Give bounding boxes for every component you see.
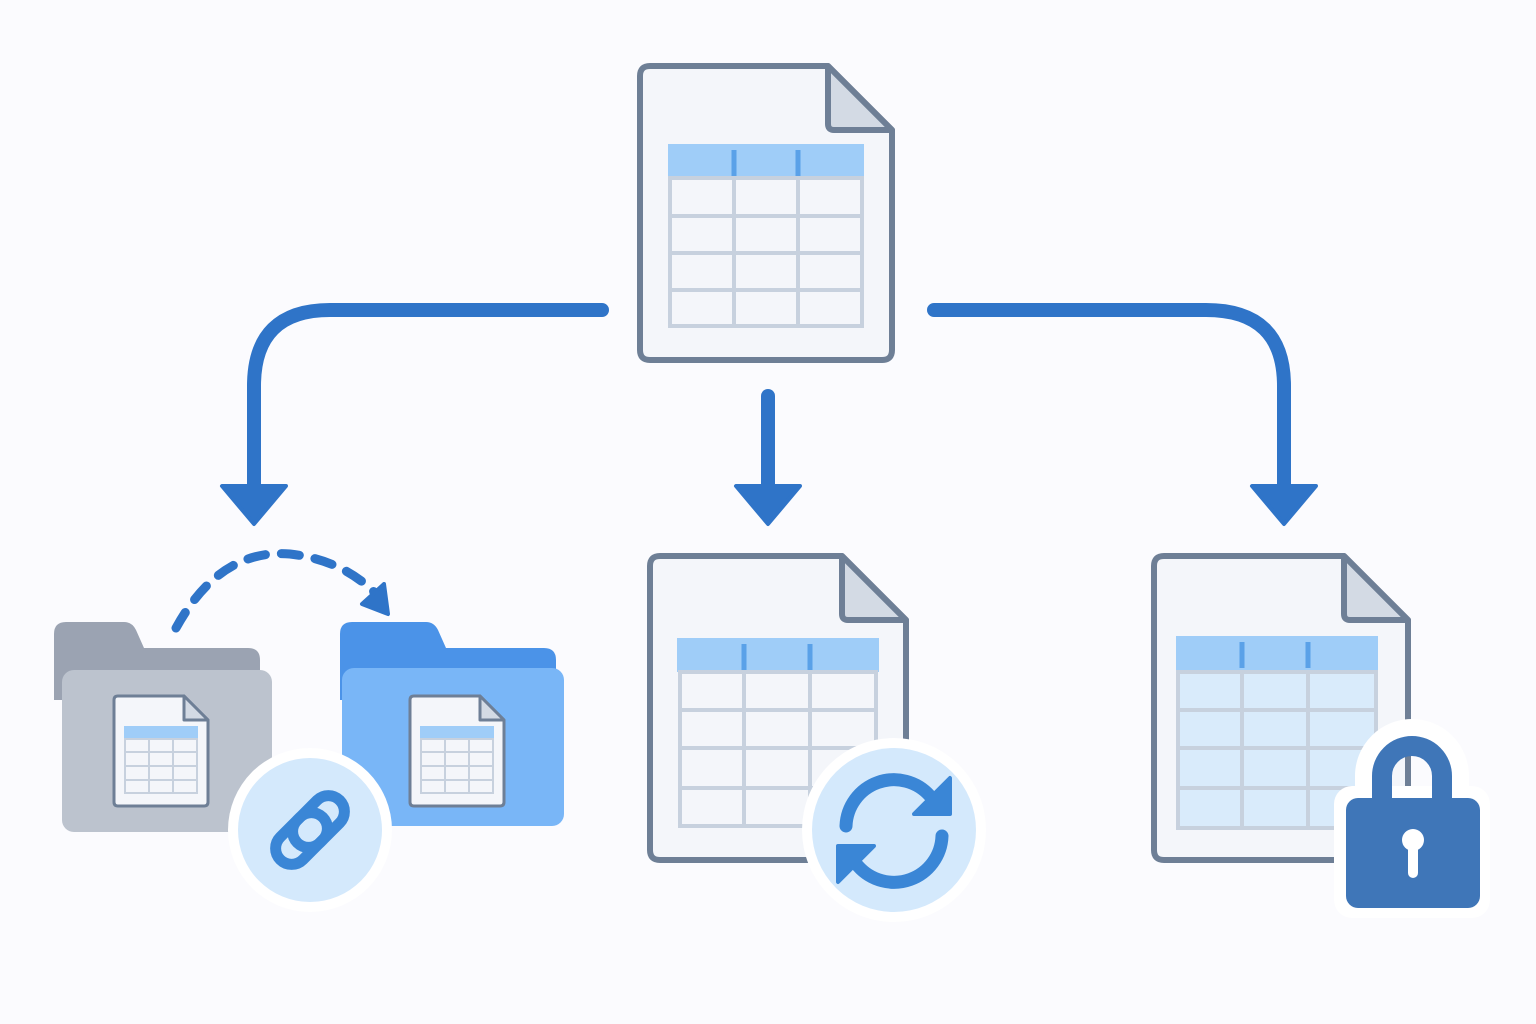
link-icon: [270, 790, 350, 870]
link-badge-icon: [228, 748, 392, 912]
lock-icon: [1334, 719, 1490, 918]
arrow-center-branch: [734, 389, 802, 526]
source-table-grid: [668, 144, 864, 328]
sync-badge-icon: [802, 738, 986, 922]
arrow-right-branch: [927, 303, 1318, 526]
blue-folder-spreadsheet-icon: [408, 694, 506, 808]
arrow-left-branch: [220, 303, 609, 526]
sync-icon: [836, 773, 952, 889]
gray-folder-spreadsheet-icon: [112, 694, 210, 808]
source-spreadsheet-file-icon: [637, 63, 895, 363]
dashed-curved-arrow-icon: [171, 549, 390, 633]
